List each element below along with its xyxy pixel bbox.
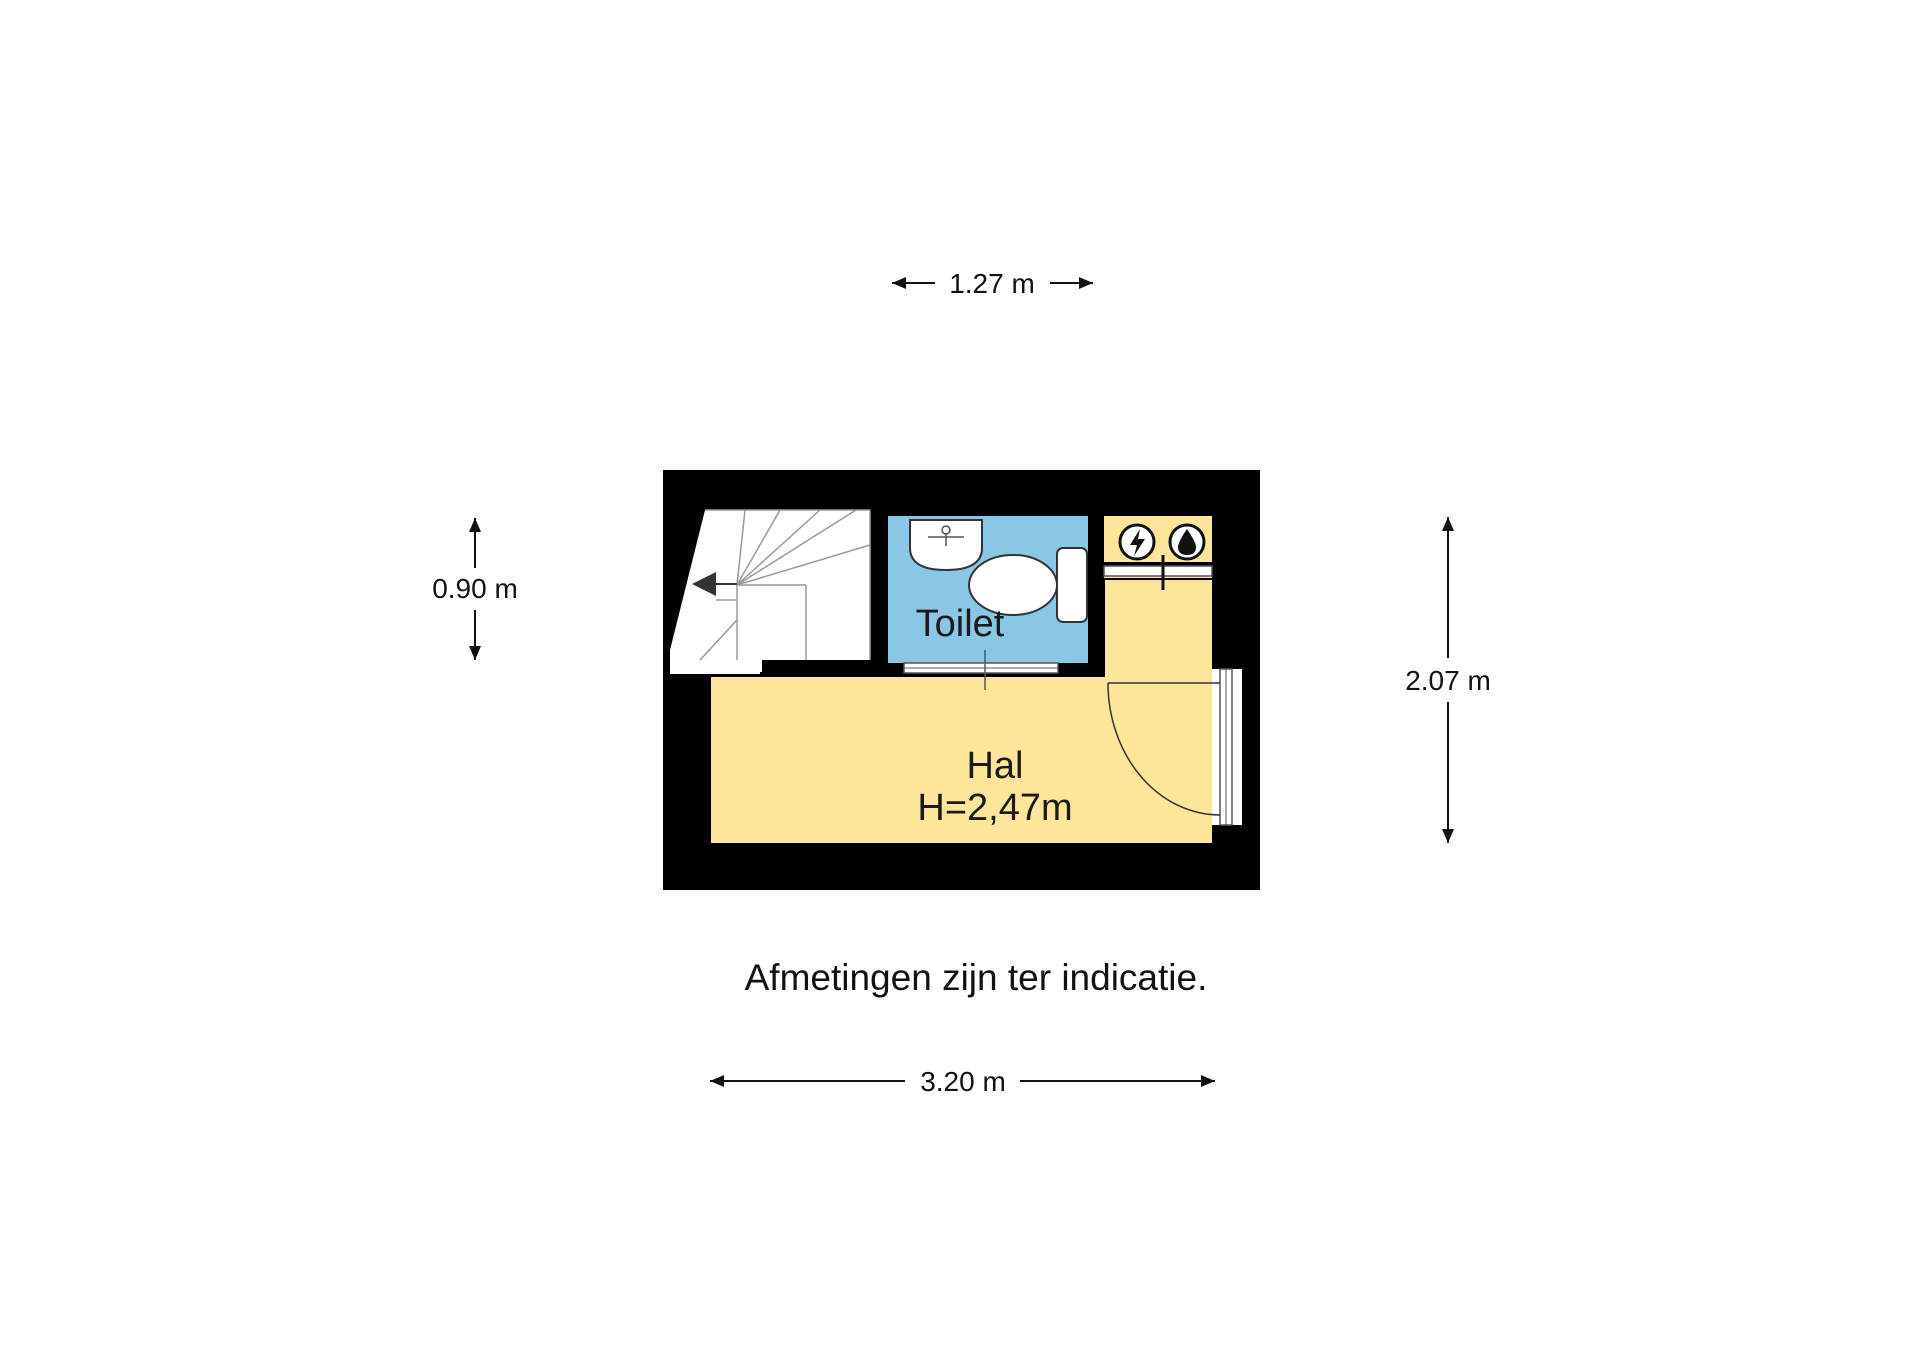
disclaimer-note: Afmetingen zijn ter indicatie. xyxy=(745,957,1208,998)
dimension-label-stair-depth: 0.90 m xyxy=(432,573,518,604)
toilet-bowl-icon xyxy=(968,547,1088,623)
room-height-hal: H=2,47m xyxy=(917,787,1072,829)
dimension-toilet-width: 1.27 m xyxy=(892,268,1093,299)
stair-direction-arrow xyxy=(692,572,716,596)
dimension-label-total-width: 3.20 m xyxy=(920,1066,1006,1097)
meter-cupboard-door xyxy=(1103,555,1213,590)
room-label-hal: Hal xyxy=(966,745,1023,787)
stair-lines xyxy=(699,509,871,661)
stairs xyxy=(670,510,870,674)
dimension-label-total-depth: 2.07 m xyxy=(1405,665,1491,696)
dimension-total-depth: 2.07 m xyxy=(1405,517,1491,843)
electricity-icon xyxy=(1118,523,1156,561)
toilet-door xyxy=(903,650,1059,690)
room-label-toilet: Toilet xyxy=(916,603,1005,645)
room-hal-passage xyxy=(1105,580,1212,680)
dimension-label-toilet-width: 1.27 m xyxy=(949,268,1035,299)
water-icon xyxy=(1168,523,1206,561)
dimension-total-width: 3.20 m xyxy=(710,1066,1215,1097)
front-door xyxy=(1107,668,1233,826)
dimension-stair-depth: 0.90 m xyxy=(432,518,518,660)
sink-icon xyxy=(909,519,983,572)
